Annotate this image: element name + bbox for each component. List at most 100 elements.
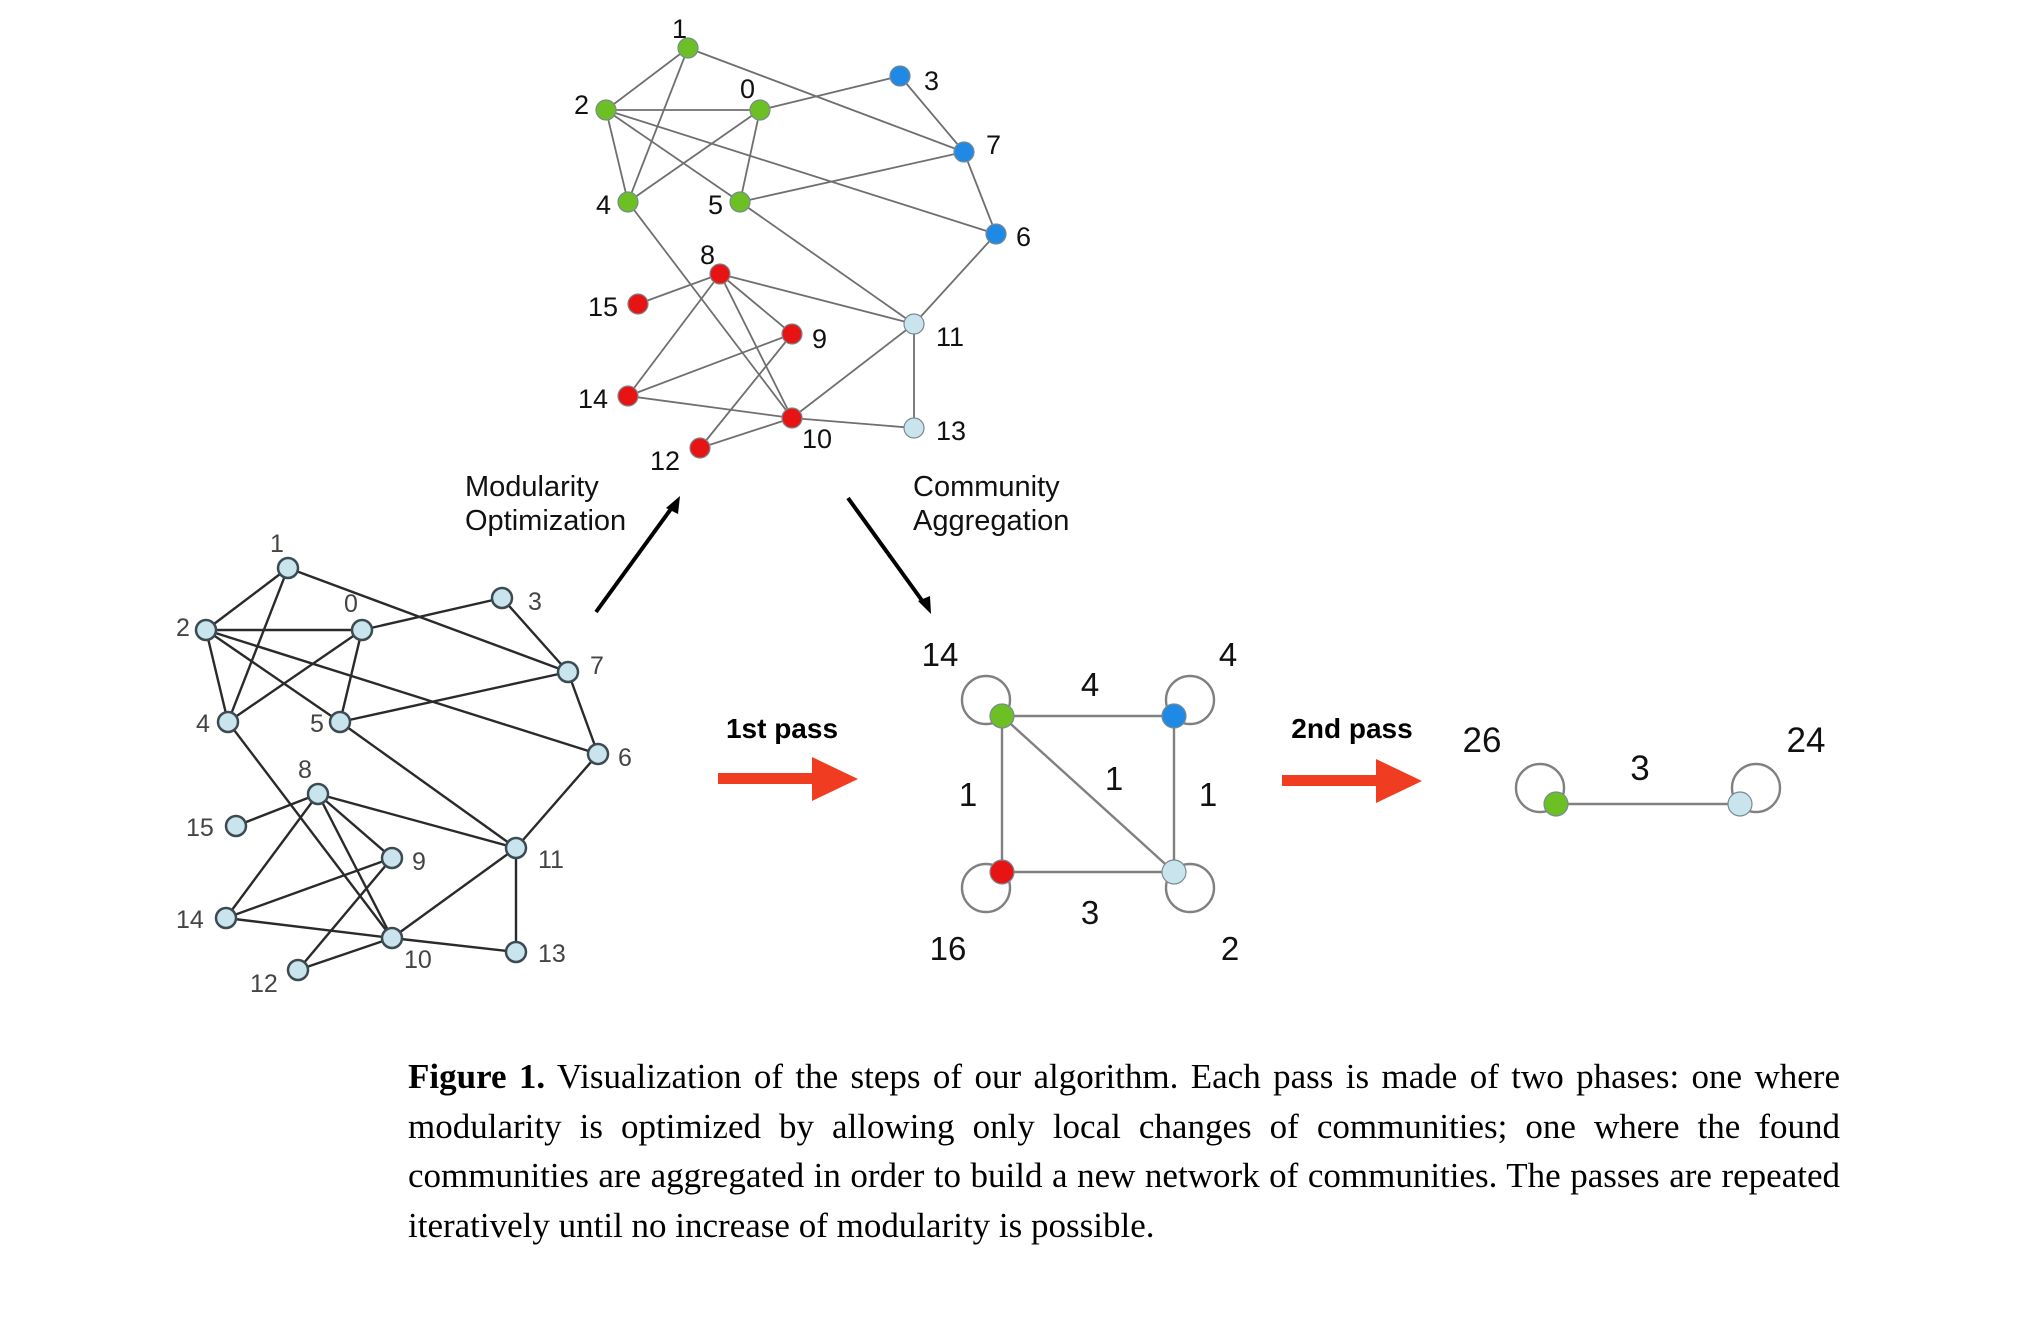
- partitioned-node-label-12: 12: [650, 446, 680, 476]
- original-edge-8-15: [235, 792, 319, 828]
- community-aggregation-arrow: [846, 496, 931, 614]
- partitioned-edge-8-9: [719, 273, 793, 335]
- partitioned-edge-8-14: [627, 273, 721, 397]
- original-node-7: [556, 660, 580, 684]
- original-node-label-5: 5: [310, 710, 324, 738]
- original-node-9: [380, 846, 404, 870]
- agg1-self-loop-weight-light: 2: [1221, 930, 1239, 967]
- original-node-label-14: 14: [176, 906, 204, 934]
- partitioned-edge-10-13: [791, 417, 915, 429]
- original-edge-11-10: [391, 847, 517, 939]
- original-edge-9-14: [225, 856, 393, 920]
- agg1-edge-weight-blue-light: 1: [1199, 776, 1217, 813]
- community-aggregation-label: Community Aggregation: [913, 471, 1069, 537]
- agg1-self-loop-red: [960, 862, 1012, 914]
- original-node-label-10: 10: [404, 946, 432, 974]
- original-node-5: [328, 710, 352, 734]
- original-edge-10-13: [391, 936, 517, 954]
- partitioned-edge-8-11: [719, 273, 915, 325]
- original-edge-1-7: [287, 566, 569, 674]
- partitioned-node-4: [617, 191, 639, 213]
- original-node-14: [214, 906, 238, 930]
- partitioned-edge-1-4: [627, 47, 689, 203]
- agg1-self-loop-green: [960, 674, 1012, 726]
- original-edge-6-7: [566, 671, 600, 755]
- original-node-8: [306, 782, 330, 806]
- partitioned-edge-11-10: [791, 323, 915, 419]
- original-node-4: [216, 710, 240, 734]
- partitioned-node-label-7: 7: [986, 130, 1001, 160]
- agg1-edge-weight-green-red: 1: [959, 776, 977, 813]
- original-node-label-2: 2: [176, 614, 190, 642]
- first-pass-label: 1st pass: [726, 713, 838, 744]
- agg2-node-green: [1543, 791, 1569, 817]
- agg1-node-green: [989, 703, 1015, 729]
- original-node-3: [490, 586, 514, 610]
- caption-label: Figure 1.: [408, 1057, 546, 1096]
- original-edge-10-12: [297, 936, 393, 972]
- original-node-label-4: 4: [196, 710, 210, 738]
- original-edge-2-4: [204, 629, 230, 723]
- partitioned-node-14: [617, 385, 639, 407]
- partitioned-edge-2-4: [605, 109, 629, 203]
- partitioned-node-label-15: 15: [588, 292, 618, 322]
- partitioned-node-15: [627, 293, 649, 315]
- original-node-12: [286, 958, 310, 982]
- partitioned-node-13: [903, 417, 925, 439]
- partitioned-node-label-5: 5: [708, 190, 723, 220]
- original-edge-4-10: [227, 721, 393, 939]
- partitioned-node-label-14: 14: [578, 384, 608, 414]
- partitioned-edge-3-7: [899, 75, 965, 153]
- partitioned-edge-9-12: [699, 333, 793, 449]
- partitioned-node-2: [595, 99, 617, 121]
- partitioned-node-5: [729, 191, 751, 213]
- partitioned-edge-2-6: [605, 109, 997, 235]
- original-edge-3-7: [501, 597, 569, 673]
- partitioned-node-label-10: 10: [802, 424, 832, 454]
- agg1-edge-weight-red-light: 3: [1081, 894, 1099, 931]
- modularity-optimization-arrow: [594, 496, 680, 614]
- agg1-node-blue: [1161, 703, 1187, 729]
- agg1-self-loop-weight-green: 14: [922, 636, 959, 673]
- partitioned-edge-5-7: [739, 151, 965, 203]
- partitioned-edge-1-7: [687, 47, 965, 153]
- original-edge-9-12: [297, 857, 393, 971]
- agg1-edge-green-light: [1001, 715, 1175, 873]
- partitioned-edge-8-15: [637, 273, 721, 305]
- partitioned-node-label-11: 11: [936, 322, 964, 352]
- original-edge-2-6: [205, 628, 599, 756]
- agg1-node-red: [989, 859, 1015, 885]
- agg1-self-loop-weight-blue: 4: [1219, 636, 1237, 673]
- agg1-edge-weight-green-light: 1: [1105, 760, 1123, 797]
- original-node-15: [224, 814, 248, 838]
- original-node-13: [504, 940, 528, 964]
- partitioned-edge-0-3: [759, 75, 901, 111]
- original-edge-8-10: [316, 793, 394, 939]
- partitioned-node-label-1: 1: [672, 14, 687, 44]
- original-node-label-1: 1: [270, 530, 284, 558]
- partitioned-edge-10-12: [699, 417, 793, 449]
- original-node-label-7: 7: [590, 652, 604, 680]
- first-pass-arrow: [718, 757, 858, 801]
- second-pass-arrow: [1282, 759, 1422, 803]
- original-node-label-0: 0: [344, 590, 358, 618]
- agg2-self-loop-weight-green: 26: [1463, 721, 1502, 760]
- original-edge-5-7: [339, 670, 569, 724]
- caption-text: Visualization of the steps of our algori…: [408, 1057, 1840, 1245]
- original-node-label-11: 11: [538, 846, 564, 874]
- figure-caption: Figure 1. Visualization of the steps of …: [408, 1052, 1840, 1250]
- agg2-self-loop-green: [1514, 762, 1566, 814]
- partitioned-node-label-2: 2: [574, 90, 589, 120]
- original-node-label-6: 6: [618, 744, 632, 772]
- original-node-11: [504, 836, 528, 860]
- original-edge-8-9: [317, 793, 393, 859]
- partitioned-node-1: [677, 37, 699, 59]
- original-edge-8-11: [317, 792, 517, 850]
- original-node-label-9: 9: [412, 848, 426, 876]
- partitioned-node-label-6: 6: [1016, 222, 1031, 252]
- partitioned-edge-6-11: [913, 233, 997, 325]
